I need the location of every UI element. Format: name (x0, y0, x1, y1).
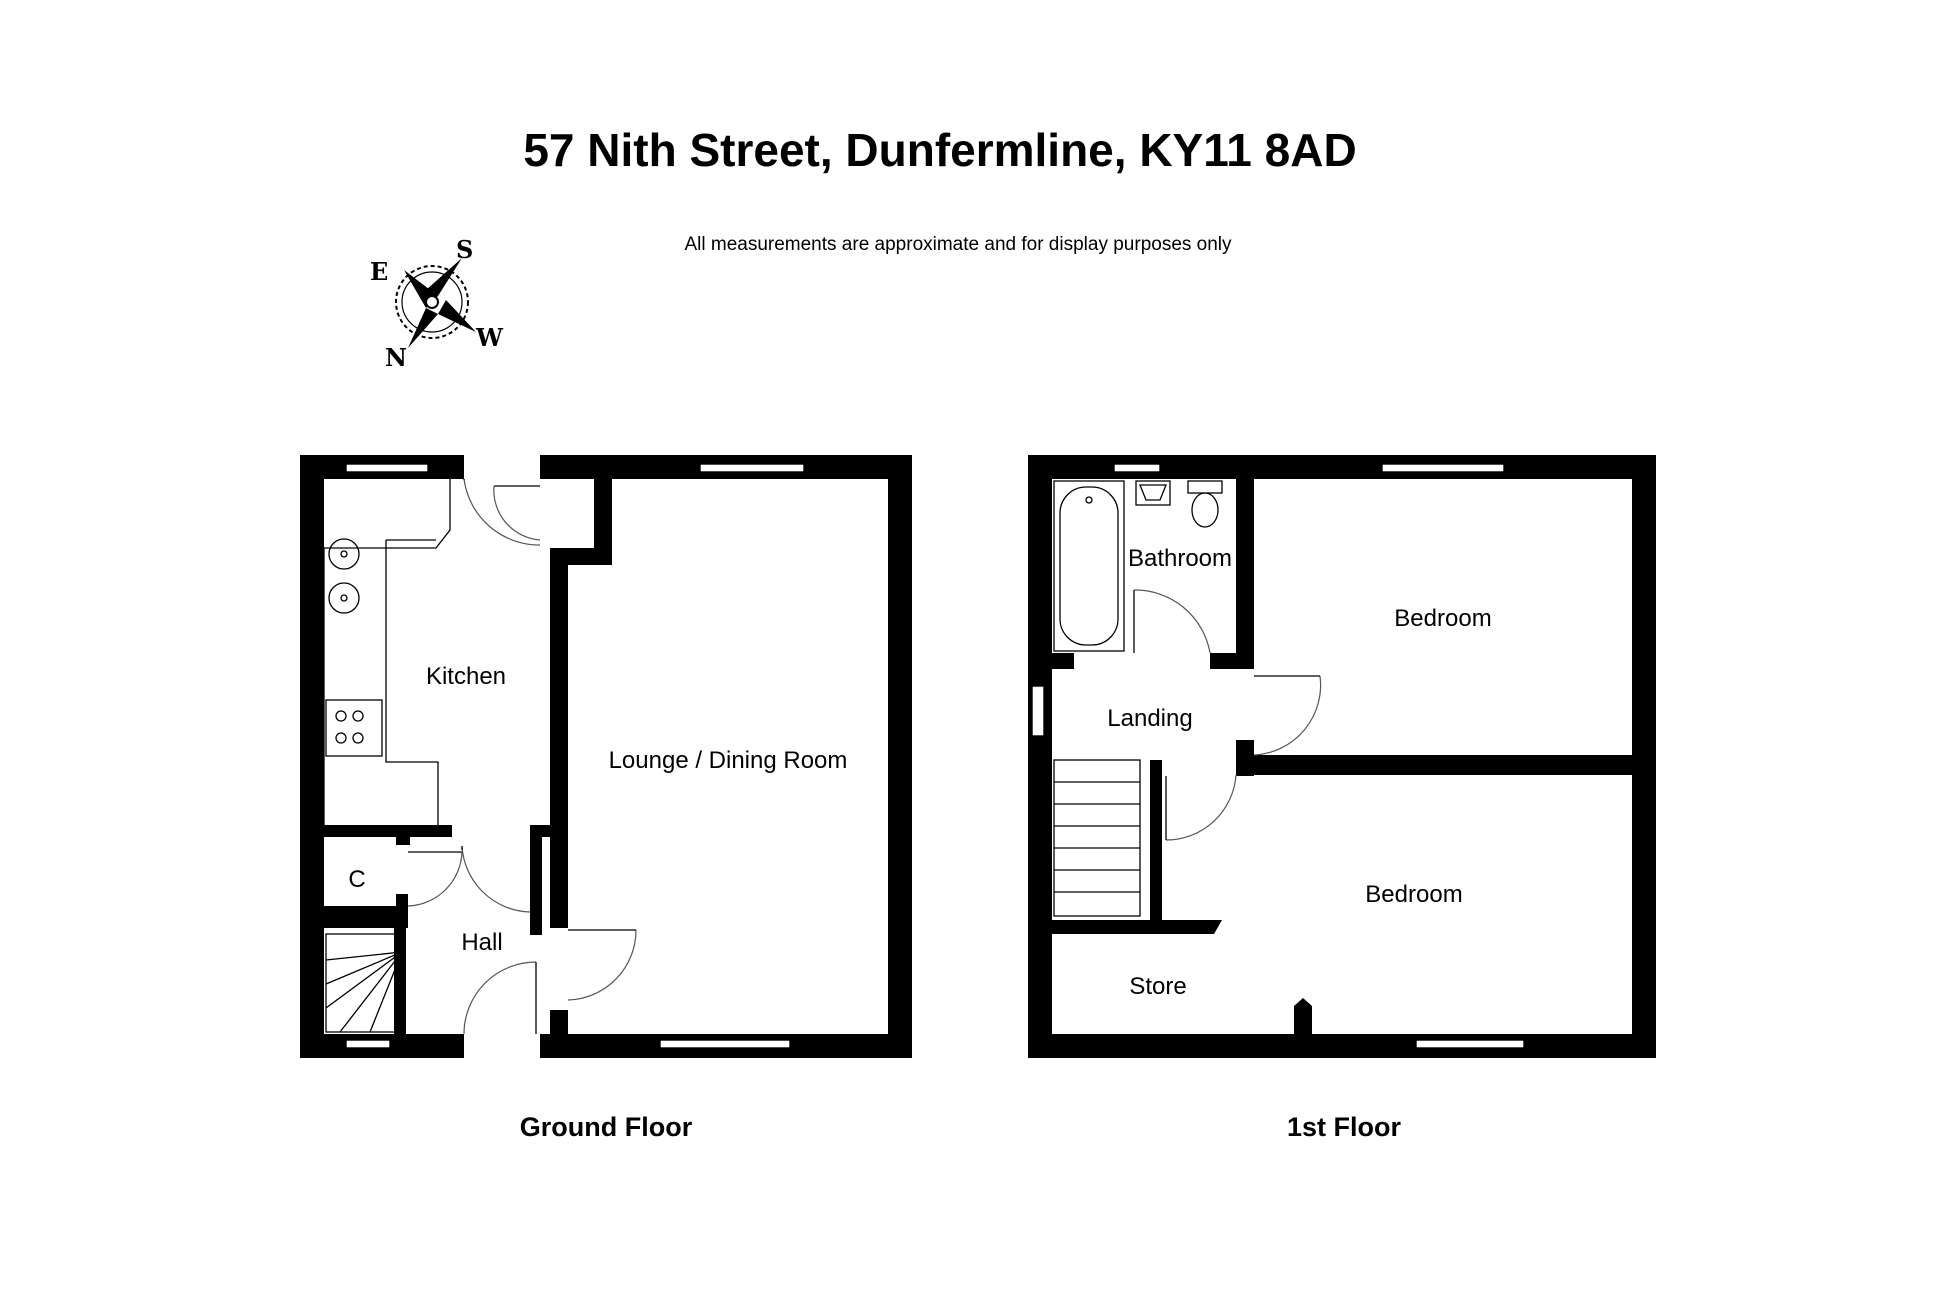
measurements-disclaimer: All measurements are approximate and for… (684, 234, 1232, 255)
first-floor-label: 1st Floor (1287, 1112, 1402, 1142)
property-address-title: 57 Nith Street, Dunfermline, KY11 8AD (523, 124, 1356, 176)
compass-west-label: W (475, 323, 504, 352)
gf-window-hall (345, 1039, 391, 1049)
gf-cupboard-door-arc (407, 851, 463, 907)
ground-floor-plan: Kitchen Lounge / Dining Room C Hall (300, 455, 912, 1058)
gf-room-hall: Hall (461, 929, 502, 956)
ff-wall-east (1632, 455, 1656, 1058)
ff-window-landing (1031, 685, 1045, 737)
ff-staircase-icon (1053, 759, 1141, 917)
ff-room-bathroom: Bathroom (1128, 545, 1232, 572)
gf-wall-west (300, 455, 324, 1058)
sink-icon (328, 582, 360, 614)
compass-rose-icon: E S W N (370, 235, 504, 372)
ff-bedroom-front-door-arc (1165, 774, 1237, 841)
ff-window-bedroom-rear (1381, 463, 1505, 473)
hob-icon (325, 699, 383, 757)
gf-window-lounge-front (659, 1039, 791, 1049)
gf-wall-east (888, 455, 912, 1058)
ground-floor-label: Ground Floor (520, 1112, 693, 1142)
ff-room-store: Store (1129, 973, 1186, 1000)
basin-icon (1135, 480, 1171, 506)
toilet-icon (1187, 480, 1223, 528)
gf-room-lounge: Lounge / Dining Room (609, 747, 848, 774)
gf-lounge-door-arc (567, 929, 637, 1001)
gf-room-kitchen: Kitchen (426, 663, 506, 690)
gf-front-door-arc (463, 961, 537, 1035)
gf-room-cupboard: C (348, 866, 365, 893)
ff-wall-south (1028, 1034, 1656, 1058)
bath-icon (1053, 480, 1125, 652)
sink-icon (328, 538, 360, 570)
gf-staircase-icon (325, 933, 403, 1033)
compass-south-label: S (456, 235, 473, 264)
ff-bedroom-rear-door-arc (1253, 675, 1322, 756)
gf-wall-partition (550, 548, 568, 928)
gf-window-lounge-rear (699, 463, 805, 473)
gf-back-door-arc (463, 478, 541, 546)
gf-kitchen-door-arc (461, 845, 531, 913)
ff-room-landing: Landing (1107, 705, 1192, 732)
ff-room-bedroom-front: Bedroom (1365, 881, 1462, 908)
ff-window-bathroom (1113, 463, 1161, 473)
ff-window-bedroom-front (1415, 1039, 1525, 1049)
compass-east-label: E (370, 257, 388, 286)
ff-bathroom-door-arc (1133, 589, 1211, 654)
compass-north-label: N (385, 343, 407, 372)
ff-wall-west (1028, 455, 1052, 1058)
gf-window-kitchen (345, 463, 429, 473)
first-floor-plan: Bathroom Bedroom Landing Bedroom Store (1028, 455, 1656, 1058)
ff-room-bedroom-rear: Bedroom (1394, 605, 1491, 632)
